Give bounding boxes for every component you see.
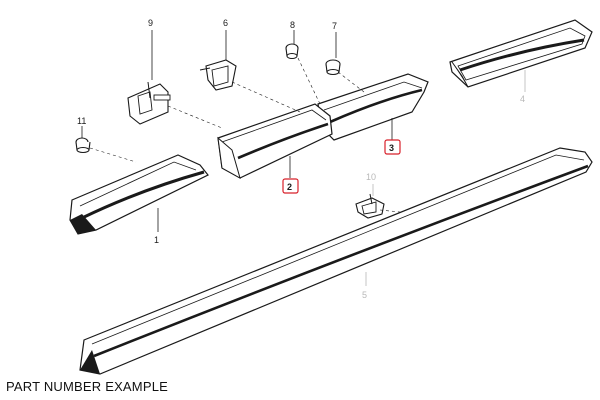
part-2-label: 2 <box>287 182 292 192</box>
part-7-label: 7 <box>332 21 337 31</box>
part-8-grommet[interactable] <box>285 43 299 59</box>
part-7-grommet[interactable] <box>325 59 341 75</box>
part-2-trim-strip[interactable] <box>217 103 333 180</box>
part-5-long-trim-strip[interactable] <box>79 147 593 375</box>
part-5-label: 5 <box>362 290 367 300</box>
part-3-label: 3 <box>389 143 394 153</box>
part-6-label: 6 <box>223 18 228 28</box>
part-4-label: 4 <box>520 94 525 104</box>
part-3-highlight-box <box>384 139 401 155</box>
part-1-trim-strip[interactable] <box>69 154 209 235</box>
part-6-retainer[interactable] <box>199 59 237 91</box>
part-2-highlight-box <box>282 178 299 194</box>
part-1-label: 1 <box>154 235 159 245</box>
part-10-clip[interactable] <box>355 193 385 219</box>
part-10-label: 10 <box>366 172 376 182</box>
part-8-label: 8 <box>290 20 295 30</box>
part-3-trim-strip[interactable] <box>317 73 429 141</box>
part-11-grommet[interactable] <box>75 137 91 153</box>
part-9-label: 9 <box>148 18 153 28</box>
part-9-clip[interactable] <box>127 81 171 125</box>
assembly-guide-lines <box>89 57 401 213</box>
caption-text: PART NUMBER EXAMPLE <box>6 379 169 394</box>
part-11-label: 11 <box>77 116 86 126</box>
part-4-trim-strip[interactable] <box>449 19 593 88</box>
